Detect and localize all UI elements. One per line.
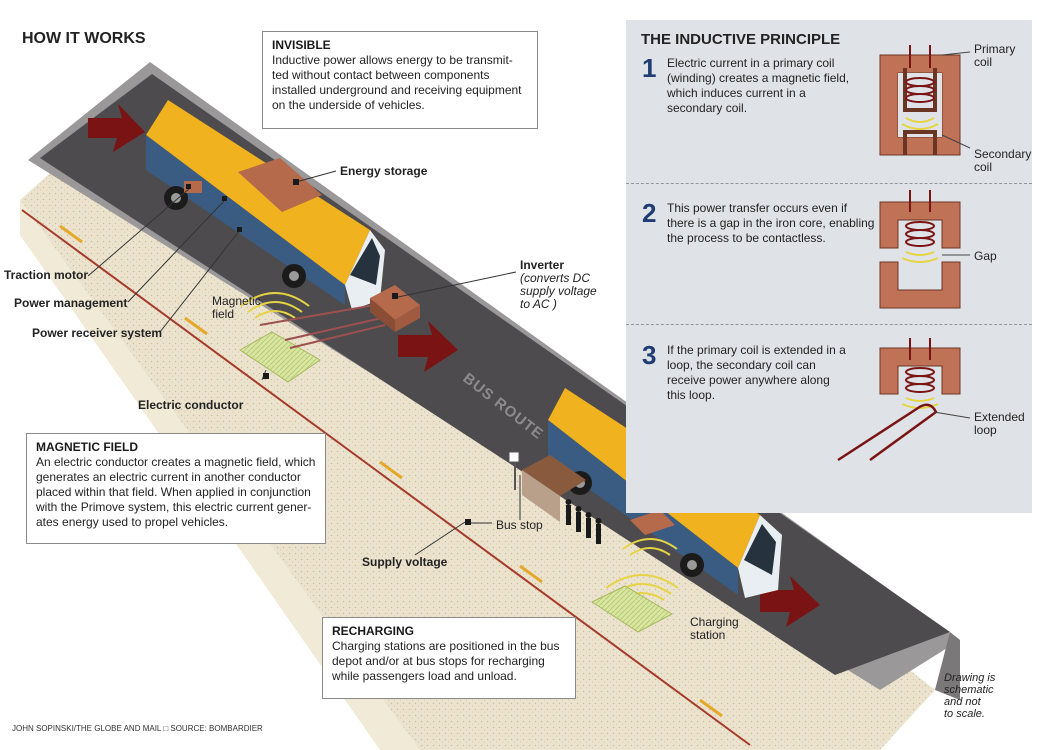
leader-lines bbox=[87, 170, 521, 556]
bus-stop-shelter bbox=[508, 451, 586, 522]
invisible-body: Inductive power allows energy to be tran… bbox=[272, 53, 522, 112]
charging-pad bbox=[590, 585, 674, 633]
label-charging-station: Charging station bbox=[690, 615, 739, 642]
road-right-edge bbox=[935, 632, 960, 700]
label-gap: Gap bbox=[974, 249, 997, 263]
label-electric-conductor: Electric conductor bbox=[138, 398, 244, 412]
road-direction-arrows bbox=[88, 104, 820, 627]
inductive-principle-panel bbox=[626, 20, 1032, 513]
label-supply-voltage: Supply voltage bbox=[362, 555, 448, 569]
label-bus-stop: Bus stop bbox=[496, 518, 543, 532]
principle-title: THE INDUCTIVE PRINCIPLE bbox=[641, 31, 841, 48]
credit-line: JOHN SOPINSKI/THE GLOBE AND MAIL □ SOURC… bbox=[12, 724, 263, 734]
label-inverter: Inverter (converts DC supply voltage to … bbox=[520, 258, 597, 311]
label-traction-motor: Traction motor bbox=[4, 268, 89, 282]
invisible-callout: INVISIBLE Inductive power allows energy … bbox=[262, 31, 538, 129]
step-3-number: 3 bbox=[642, 340, 657, 370]
step-1-text: Electric current in a primary coil (wind… bbox=[667, 56, 850, 115]
schematic-note: Drawing is schematic and not to scale. bbox=[944, 672, 996, 720]
waiting-passengers bbox=[565, 499, 602, 544]
credit-separator: □ bbox=[163, 724, 171, 733]
page-title: HOW IT WORKS bbox=[22, 30, 146, 47]
label-power-receiver-system: Power receiver system bbox=[32, 326, 163, 340]
label-extended-loop: Extended loop bbox=[974, 410, 1025, 437]
magnetic-field-callout: MAGNETIC FIELD An electric conductor cre… bbox=[26, 433, 326, 544]
credit: JOHN SOPINSKI/THE GLOBE AND MAIL bbox=[12, 724, 162, 733]
coil-diagram-extended-loop bbox=[837, 338, 971, 462]
label-primary-coil: Primary coil bbox=[974, 42, 1016, 69]
label-power-management: Power management bbox=[14, 296, 128, 310]
step-divider-1 bbox=[626, 183, 1032, 184]
coil-diagram-closed-core bbox=[879, 45, 971, 156]
magnetic-field-arcs-1 bbox=[240, 292, 310, 319]
label-magnetic-field: Magnetic field bbox=[212, 294, 261, 321]
electric-conductor-1 bbox=[239, 331, 321, 383]
current-flow-arrows bbox=[59, 224, 723, 718]
source: SOURCE: BOMBARDIER bbox=[170, 724, 263, 733]
coil-diagram-gap bbox=[879, 190, 970, 309]
magnetic-field-heading: MAGNETIC FIELD bbox=[36, 440, 138, 454]
recharging-heading: RECHARGING bbox=[332, 624, 415, 638]
recharging-body: Charging stations are positioned in the … bbox=[332, 639, 560, 683]
supply-voltage-line bbox=[21, 209, 751, 746]
label-secondary-coil: Secondary coil bbox=[974, 147, 1032, 174]
invisible-heading: INVISIBLE bbox=[272, 38, 331, 52]
inverter-box bbox=[370, 285, 420, 320]
step-2-number: 2 bbox=[642, 198, 657, 228]
step-3-text: If the primary coil is extended in a loo… bbox=[667, 343, 846, 402]
coil-diagrams bbox=[837, 45, 971, 462]
bus-1 bbox=[146, 100, 385, 310]
step-1-number: 1 bbox=[642, 53, 657, 83]
recharging-callout: RECHARGING Charging stations are positio… bbox=[322, 617, 576, 699]
power-cables bbox=[259, 304, 386, 349]
label-energy-storage: Energy storage bbox=[340, 164, 428, 178]
step-divider-2 bbox=[626, 324, 1032, 325]
step-2-text: This power transfer occurs even if there… bbox=[667, 201, 875, 245]
magnetic-field-body: An electric conductor creates a magnetic… bbox=[36, 455, 316, 529]
energy-storage-unit bbox=[238, 158, 322, 212]
